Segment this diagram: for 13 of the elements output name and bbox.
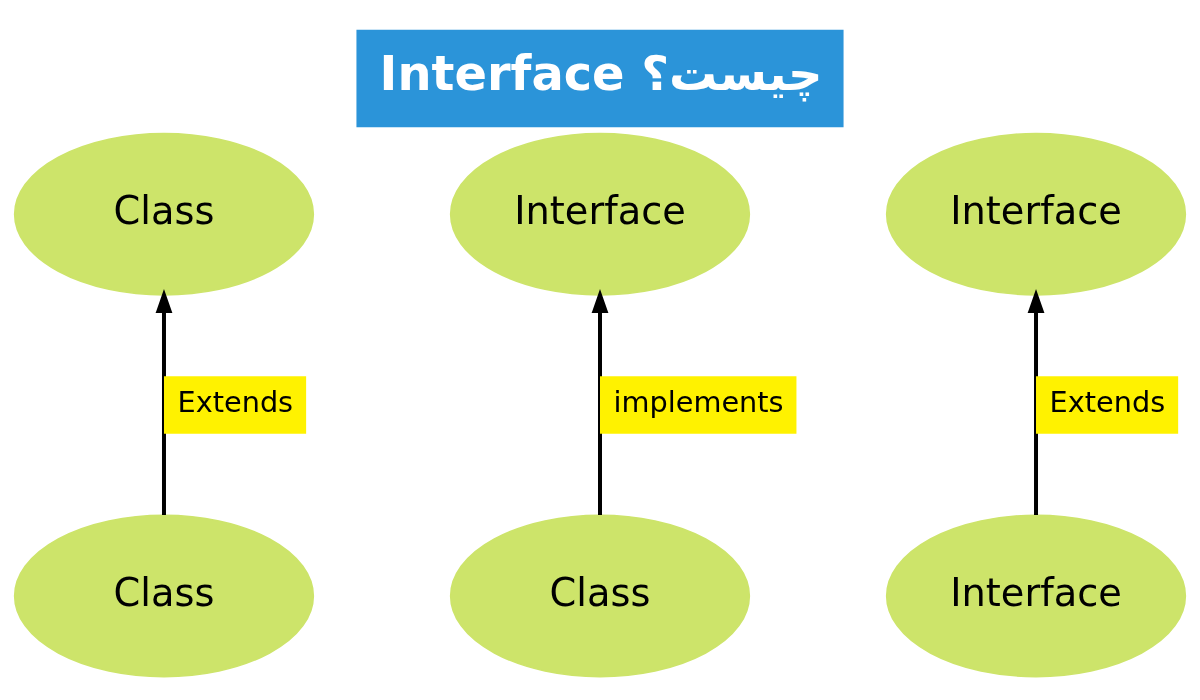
arrow: [1027, 289, 1045, 515]
edge-label: Extends: [177, 385, 294, 420]
arrow: [591, 289, 609, 515]
node-ellipse: Class: [13, 132, 315, 296]
node-ellipse: Class: [13, 514, 315, 678]
node-ellipse: Interface: [885, 132, 1187, 296]
node-ellipse: Interface: [449, 132, 751, 296]
node-ellipse: Class: [449, 514, 751, 678]
diagram-title: Interface چیست؟: [379, 45, 823, 101]
node-ellipse: Interface: [885, 514, 1187, 678]
edge-label: Extends: [1049, 385, 1166, 420]
arrow: [155, 289, 173, 515]
edge-label: implements: [613, 385, 784, 420]
